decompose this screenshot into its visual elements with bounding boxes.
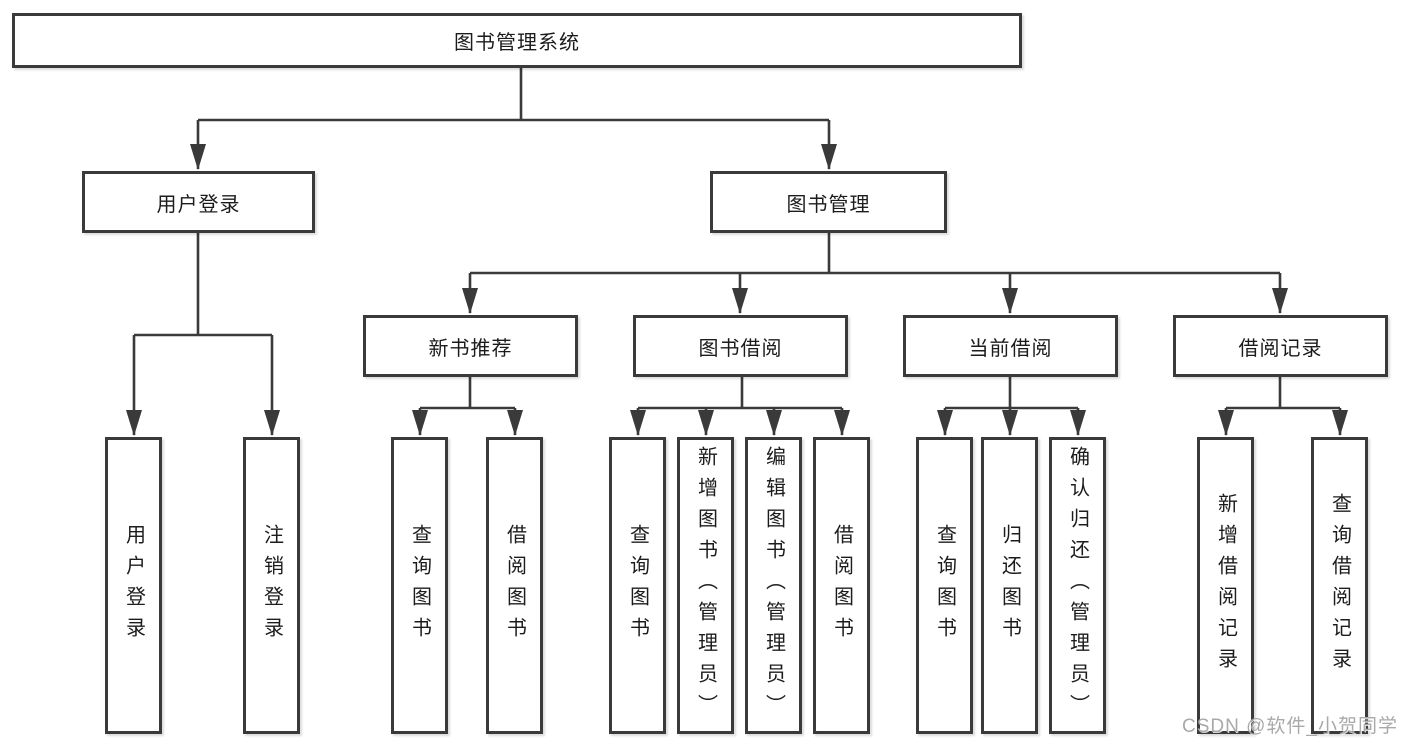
node-book-management-label: 图书管理 [786, 193, 871, 216]
leaf-query-borrow-record: 查询借阅记录 [1311, 437, 1368, 734]
leaf-logout: 注销登录 [243, 437, 300, 734]
leaf-return-books: 归还图书 [981, 437, 1038, 734]
leaf-confirm-return-admin-label: 确认归还（管理员） [1066, 446, 1089, 725]
node-user-login: 用户登录 [82, 171, 315, 233]
node-library-system-label: 图书管理系统 [454, 32, 580, 54]
leaf-edit-books-admin: 编辑图书（管理员） [745, 437, 802, 734]
node-library-system: 图书管理系统 [12, 13, 1022, 68]
leaf-borrow-books-recommend-label: 借阅图书 [503, 523, 526, 648]
csdn-watermark: CSDN @软件_小贺同学 [1182, 716, 1398, 737]
node-book-borrow-label: 图书借阅 [698, 337, 783, 360]
node-borrow-records-label: 借阅记录 [1238, 337, 1323, 360]
node-current-borrow: 当前借阅 [903, 315, 1118, 377]
leaf-add-books-admin-label: 新增图书（管理员） [694, 446, 717, 725]
leaf-user-login: 用户登录 [105, 437, 162, 734]
leaf-add-books-admin: 新增图书（管理员） [677, 437, 734, 734]
node-new-book-recommend-label: 新书推荐 [428, 337, 513, 360]
node-book-borrow: 图书借阅 [633, 315, 848, 377]
leaf-add-borrow-record-label: 新增借阅记录 [1214, 492, 1237, 679]
leaf-add-borrow-record: 新增借阅记录 [1197, 437, 1254, 734]
node-new-book-recommend: 新书推荐 [363, 315, 578, 377]
leaf-borrow-books-label: 借阅图书 [830, 523, 853, 648]
leaf-query-books-recommend-label: 查询图书 [408, 523, 431, 648]
leaf-return-books-label: 归还图书 [998, 523, 1021, 648]
leaf-logout-label: 注销登录 [260, 523, 283, 648]
leaf-query-borrow-record-label: 查询借阅记录 [1328, 492, 1351, 679]
leaf-query-books-borrow-label: 查询图书 [626, 523, 649, 648]
leaf-query-books-borrow: 查询图书 [609, 437, 666, 734]
leaf-borrow-books-recommend: 借阅图书 [486, 437, 543, 734]
leaf-user-login-label: 用户登录 [122, 523, 145, 648]
node-current-borrow-label: 当前借阅 [968, 337, 1053, 360]
node-borrow-records: 借阅记录 [1173, 315, 1388, 377]
leaf-query-books-current-label: 查询图书 [933, 523, 956, 648]
leaf-query-books-recommend: 查询图书 [391, 437, 448, 734]
leaf-edit-books-admin-label: 编辑图书（管理员） [762, 446, 785, 725]
node-book-management: 图书管理 [710, 171, 947, 233]
node-user-login-label: 用户登录 [156, 193, 241, 216]
leaf-query-books-current: 查询图书 [916, 437, 973, 734]
leaf-confirm-return-admin: 确认归还（管理员） [1049, 437, 1106, 734]
leaf-borrow-books: 借阅图书 [813, 437, 870, 734]
